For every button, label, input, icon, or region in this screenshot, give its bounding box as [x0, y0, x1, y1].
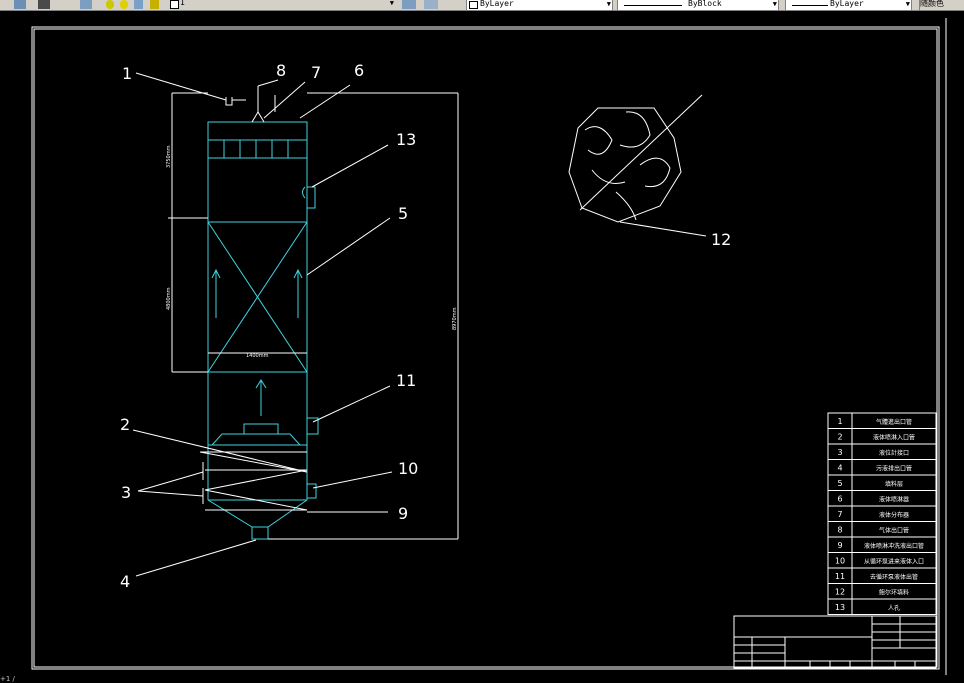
callout-6: 6	[354, 61, 364, 80]
linetype-combo[interactable]: ByBlock ▼	[617, 0, 779, 10]
pall-ring	[568, 107, 682, 223]
callout-7: 7	[311, 63, 321, 82]
liquid-distributor-grid	[207, 139, 308, 159]
parts-list-text: 1 气體進出口管 2 液体喷淋入口管 3 液位計接口 4 污液排出口管 5 填料层 6 液体喷淋器 7 液…	[835, 417, 924, 612]
callout-12: 12	[711, 230, 731, 249]
sun-icon[interactable]	[120, 0, 128, 9]
linetype-combo-value: ByBlock	[688, 0, 722, 8]
callout-4: 4	[120, 572, 130, 591]
parts-row-number: 3	[837, 448, 842, 457]
dimension-3750: 3750mm	[166, 145, 172, 168]
parts-row-name: 气体出口管	[879, 527, 909, 535]
make-current-layer-icon[interactable]	[402, 0, 416, 9]
dimension-labels: 3750mm 4800mm 1400mm 8970mm	[166, 145, 458, 359]
layer-color-swatch-icon	[170, 0, 179, 9]
dimension-8970: 8970mm	[452, 307, 458, 330]
white-linework	[132, 72, 707, 577]
parts-row-name: 液位計接口	[879, 449, 909, 457]
callout-9: 9	[398, 504, 408, 523]
color-swatch-icon	[469, 1, 478, 9]
parts-row-number: 11	[835, 572, 845, 581]
callout-13: 13	[396, 130, 416, 149]
parts-row-name: 液体喷淋入口管	[873, 434, 915, 442]
parts-row-number: 7	[837, 510, 842, 519]
gas-distributor	[210, 433, 302, 446]
chevron-down-icon: ▼	[606, 0, 611, 8]
callout-1: 1	[122, 64, 132, 83]
lineweight-combo-value: ByLayer	[830, 0, 864, 8]
command-line-status: +1 /	[0, 676, 964, 683]
parts-row-name: 鲍尔环填料	[879, 589, 909, 597]
parts-row-number: 5	[837, 479, 842, 488]
parts-row-name: 液体分布器	[879, 511, 909, 519]
layer-stack-icon[interactable]	[80, 0, 92, 9]
parts-row-name: 人孔	[888, 604, 900, 612]
parts-row-name: 从循环泵进来液体入口	[864, 558, 924, 566]
parts-row-name: 污液排出口管	[876, 465, 912, 473]
parts-row-number: 10	[835, 557, 845, 566]
callout-5: 5	[398, 204, 408, 223]
lightbulb-icon[interactable]	[106, 0, 114, 9]
parts-row-number: 8	[837, 526, 842, 535]
callout-labels: 1 8 7 6 13 5 11 2 10 3 9 4 12	[120, 61, 731, 591]
chevron-down-icon: ▼	[905, 0, 910, 8]
color-combo-value: ByLayer	[480, 0, 514, 8]
parts-row-number: 6	[837, 495, 842, 504]
parts-row-name: 气體進出口管	[876, 418, 912, 426]
parts-row-name: 填料层	[885, 480, 903, 488]
manhole	[307, 186, 316, 209]
outlet-to-pump	[307, 417, 319, 435]
linetype-preview	[624, 5, 682, 6]
drawing-frame	[31, 26, 940, 670]
lock-icon[interactable]	[134, 0, 143, 9]
liquid-sprayer	[207, 121, 308, 141]
random-color-button[interactable]: 随颜色	[919, 0, 964, 10]
color-combo[interactable]: ByLayer ▼	[466, 0, 613, 10]
callout-11: 11	[396, 371, 416, 390]
parts-row-number: 13	[835, 603, 845, 612]
parts-list-table	[827, 412, 937, 615]
layer-combo[interactable]: 1 ▼	[180, 0, 395, 9]
parts-row-name: 液体喷淋冲洗液出口管	[864, 542, 924, 550]
layer-color-icon[interactable]	[150, 0, 159, 9]
title-block	[733, 615, 937, 669]
lineweight-preview	[792, 5, 828, 6]
drain-outlet	[251, 526, 269, 540]
random-color-label: 随颜色	[920, 0, 944, 8]
layer-state-icon[interactable]	[38, 0, 50, 9]
parts-row-number: 1	[837, 417, 842, 426]
properties-toolbar: 1 ▼ ByLayer ▼ ByBlock ▼ ByLayer ▼ 随颜色	[0, 0, 964, 11]
parts-row-number: 2	[837, 433, 842, 442]
parts-row-name: 液体喷淋器	[879, 496, 909, 504]
callout-10: 10	[398, 459, 418, 478]
parts-row-number: 4	[837, 464, 842, 473]
absorption-tower	[207, 121, 319, 540]
packing-layer	[207, 221, 308, 373]
callout-8: 8	[276, 61, 286, 80]
command-line-text: +1 /	[0, 675, 15, 683]
dimension-4800: 4800mm	[166, 287, 172, 310]
chevron-down-icon: ▼	[772, 0, 777, 8]
callout-2: 2	[120, 415, 130, 434]
chevron-down-icon: ▼	[389, 0, 394, 7]
dimension-1400: 1400mm	[246, 353, 269, 359]
callout-3: 3	[121, 483, 131, 502]
inlet-from-pump	[307, 483, 317, 499]
drawing-frame-inner	[33, 28, 938, 668]
parts-row-name: 去循环泵液体出管	[870, 573, 918, 581]
layer-manager-icon[interactable]	[14, 0, 26, 9]
lineweight-combo[interactable]: ByLayer ▼	[785, 0, 912, 10]
parts-row-number: 9	[837, 541, 842, 550]
layer-combo-value: 1	[180, 0, 185, 7]
parts-row-number: 12	[835, 588, 845, 597]
layer-previous-icon[interactable]	[424, 0, 438, 9]
